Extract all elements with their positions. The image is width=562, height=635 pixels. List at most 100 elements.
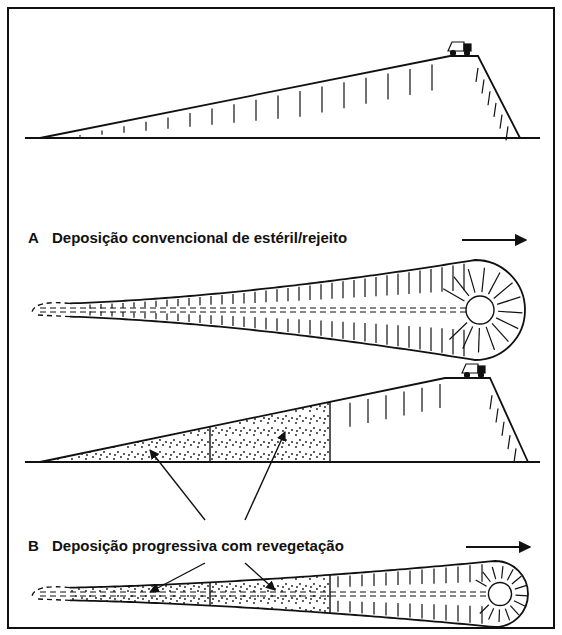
- stroke: [463, 330, 464, 357]
- stroke: [211, 109, 212, 125]
- stroke: [421, 604, 422, 619]
- panel-caption: Deposição convencional de estéril/rejeit…: [52, 229, 347, 247]
- stroke: [166, 313, 167, 320]
- stroke: [386, 324, 387, 344]
- stroke: [496, 409, 498, 423]
- stroke: [144, 301, 145, 307]
- stroke: [298, 287, 299, 301]
- stroke: [361, 574, 362, 586]
- stroke: [508, 435, 510, 449]
- stroke: [309, 320, 310, 335]
- stroke: [276, 289, 277, 301]
- stroke: [498, 610, 500, 622]
- stroke: [375, 324, 376, 343]
- stroke: [199, 297, 200, 305]
- stroke: [498, 311, 522, 313]
- drawing-part: [8, 8, 554, 628]
- stroke: [516, 594, 528, 596]
- stroke: [463, 326, 473, 348]
- drawing-part: [38, 599, 70, 600]
- dump-plan-outline: [70, 561, 528, 627]
- stroke: [514, 448, 516, 462]
- panel-letter: B: [28, 537, 39, 555]
- stroke: [277, 95, 278, 118]
- stroke: [349, 403, 350, 427]
- stroke: [265, 318, 266, 330]
- stroke: [387, 73, 388, 99]
- stroke: [492, 567, 495, 579]
- stroke: [492, 323, 508, 341]
- stroke: [337, 601, 338, 612]
- stroke: [299, 91, 300, 117]
- stroke: [111, 304, 112, 309]
- stroke: [430, 269, 431, 293]
- drawing-part: [448, 42, 464, 51]
- stroke: [449, 323, 467, 340]
- stroke: [408, 326, 409, 348]
- stroke: [463, 264, 464, 291]
- stroke: [512, 576, 522, 584]
- stroke: [40, 591, 488, 592]
- drawing-part: [479, 373, 484, 378]
- stroke: [496, 318, 518, 329]
- stroke: [430, 327, 431, 351]
- drawing-part: [465, 373, 470, 378]
- stroke: [397, 603, 398, 616]
- stroke: [443, 289, 464, 301]
- stroke: [375, 277, 376, 296]
- stroke: [488, 272, 500, 294]
- stroke: [385, 395, 386, 419]
- truck-icon: [448, 42, 471, 56]
- stroke: [500, 115, 502, 129]
- stroke: [209, 427, 210, 462]
- stroke: [433, 604, 434, 619]
- stroke: [419, 271, 420, 294]
- stroke: [342, 322, 343, 339]
- direction-arrow: [462, 239, 526, 241]
- stroke: [452, 329, 453, 355]
- stroke: [276, 318, 277, 330]
- stroke: [457, 605, 458, 621]
- stroke: [476, 580, 487, 586]
- stroke: [287, 288, 288, 301]
- stroke: [505, 609, 509, 621]
- stroke: [221, 316, 222, 325]
- stroke: [482, 80, 484, 94]
- stroke: [329, 575, 330, 613]
- stroke: [481, 606, 482, 623]
- stroke: [100, 312, 101, 316]
- stroke: [408, 272, 409, 294]
- stroke: [144, 313, 145, 319]
- stroke: [494, 103, 496, 117]
- stroke: [514, 601, 525, 606]
- stroke: [468, 269, 475, 293]
- stroke: [497, 297, 520, 305]
- stroke: [210, 315, 211, 324]
- stroke: [507, 569, 513, 580]
- stroke: [483, 572, 491, 582]
- stroke: [490, 395, 492, 409]
- frame: [8, 8, 554, 628]
- stroke: [331, 321, 332, 337]
- stroke: [167, 117, 168, 128]
- stroke: [232, 294, 233, 304]
- stroke: [298, 319, 299, 333]
- stroke: [419, 327, 420, 350]
- stroke: [122, 312, 123, 317]
- stroke: [457, 566, 458, 582]
- stroke: [25, 461, 540, 463]
- stroke: [320, 321, 321, 336]
- drawing-part: [462, 364, 478, 373]
- drawing-part: [451, 51, 456, 56]
- stroke: [439, 384, 440, 408]
- stroke: [373, 602, 374, 614]
- stroke: [364, 278, 365, 296]
- drawing-part: [488, 582, 511, 605]
- stroke: [421, 388, 422, 412]
- stroke: [353, 280, 354, 298]
- pointer-arrow: [150, 450, 205, 520]
- stroke: [177, 314, 178, 321]
- drawing-part: [32, 587, 70, 596]
- stroke: [221, 295, 222, 304]
